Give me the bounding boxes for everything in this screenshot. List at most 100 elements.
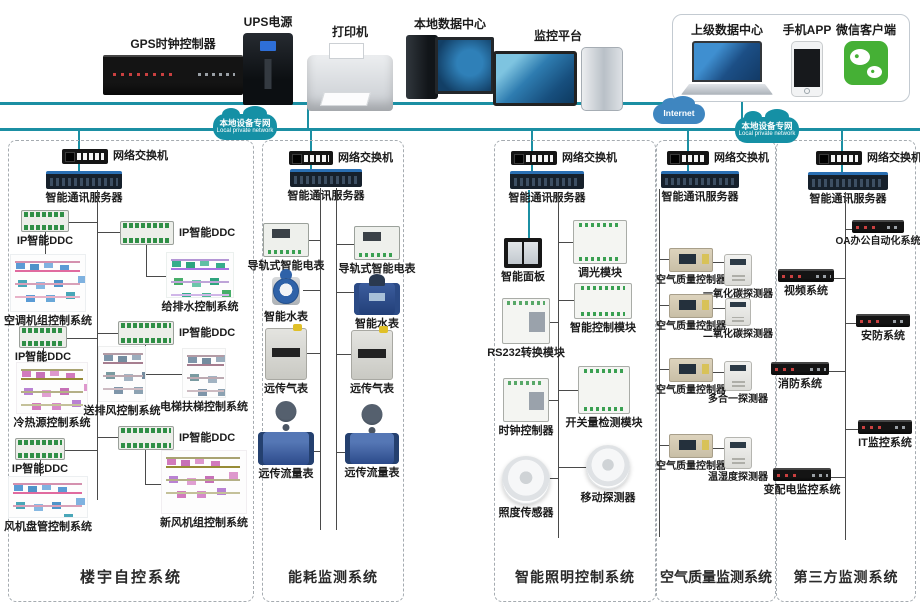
light-sensor-icon: [502, 456, 550, 504]
col1-ddc-right-3: IP智能DDC: [118, 426, 235, 450]
col5-power-monitoring-system: 变配电监控系统: [762, 468, 842, 497]
col1-air-supply-system: 送排风控制系统: [80, 346, 164, 418]
col4-comm-server: 智能通讯服务器: [660, 171, 740, 204]
connector-line: [97, 190, 98, 500]
device-label: 电梯扶梯控制系统: [160, 401, 248, 413]
col2-comm-server: 智能通讯服务器: [286, 169, 366, 203]
connector-line: [336, 452, 345, 453]
connector-line: [831, 477, 845, 478]
col3-smart-panel: 智能面板: [500, 238, 546, 284]
device-label: 智能控制模块: [570, 322, 636, 334]
internet-label: Internet: [663, 108, 695, 119]
col1-ddc-left-2: IP智能DDC: [14, 326, 72, 364]
device-label: 手机APP: [782, 23, 832, 37]
device-label: IP智能DDC: [16, 235, 74, 247]
server-label: 智能通讯服务器: [661, 191, 739, 203]
device-label: IP智能DDC: [14, 351, 72, 363]
connector-line: [336, 244, 355, 245]
air-supply-schematic-icon: [98, 346, 146, 402]
device-label: 导轨式智能电表: [338, 263, 416, 275]
connector-line: [558, 467, 587, 468]
col1-ddc-right-1: IP智能DDC: [120, 221, 235, 245]
chiller-schematic-icon: [16, 362, 88, 414]
col5-video-system: 视频系统: [776, 269, 836, 298]
zone-title: 空气质量监测系统: [660, 569, 772, 585]
connector-line: [659, 369, 670, 370]
connector-line: [558, 300, 575, 301]
comm-server-icon: [290, 169, 362, 187]
network-switch-icon: [816, 151, 862, 165]
connector-line: [712, 308, 726, 309]
col4-network-switch: 网络交换机: [667, 151, 769, 165]
dimming-module-icon: [573, 220, 627, 264]
device-label: 打印机: [331, 25, 368, 39]
server-label: 智能通讯服务器: [809, 193, 887, 205]
col4-aq-controller-1: 空气质量控制器: [656, 248, 726, 287]
connector-line: [687, 165, 689, 172]
col4-temp-humidity-detector: 温湿度探测器: [704, 437, 772, 484]
col1-ddc-left-3: IP智能DDC: [12, 438, 68, 476]
connector-line: [336, 354, 352, 355]
connector-line: [547, 196, 558, 197]
connector-line: [306, 353, 320, 354]
col3-clock-controller: 时钟控制器: [498, 378, 554, 438]
device-label: 空气质量控制器: [656, 385, 726, 396]
device-label: IP智能DDC: [179, 431, 236, 444]
col4-multi-detector: 多合一探测器: [704, 361, 772, 406]
network-switch-icon: [62, 149, 108, 164]
switch-label: 网络交换机: [562, 151, 617, 164]
connector-line: [43, 348, 44, 364]
connector-line: [146, 276, 167, 277]
multi-sensor-detector-icon: [724, 361, 752, 391]
wechat-icon: [844, 40, 888, 85]
device-label: 送排风控制系统: [83, 405, 161, 417]
network-switch-icon: [289, 151, 333, 165]
device-label: 冷热源控制系统: [13, 417, 91, 429]
connector-line: [834, 278, 845, 279]
device-label: 智能水表: [355, 318, 399, 330]
connector-line: [336, 292, 354, 293]
device-label: 智能面板: [501, 271, 545, 283]
device-label: 二氧化碳探测器: [703, 329, 773, 340]
col2-flow-meter-right: 远传流量表: [332, 404, 412, 480]
device-label: 多合一探测器: [708, 394, 768, 405]
connector-line: [145, 484, 162, 485]
fresh-air-schematic-icon: [161, 450, 247, 514]
device-label: 安防系统: [861, 330, 905, 342]
rack-server-icon: [773, 468, 831, 481]
connector-line: [310, 130, 312, 153]
col4-aq-controller-4: 空气质量控制器: [656, 434, 726, 473]
connector-line: [68, 222, 97, 223]
rack-server-icon: [778, 269, 834, 282]
fan-coil-schematic-icon: [8, 476, 88, 518]
server-label: 智能通讯服务器: [508, 192, 586, 204]
col1-fan-coil-system: 风机盘管控制系统: [4, 476, 92, 534]
switch-label: 网络交换机: [113, 150, 168, 163]
zone-title: 楼宇自控系统: [79, 569, 182, 586]
col5-comm-server: 智能通讯服务器: [806, 172, 890, 206]
device-wechat-client: 微信客户端: [834, 23, 898, 85]
smartphone-icon: [791, 40, 823, 97]
device-label: 监控平台: [533, 29, 582, 43]
col2-rail-meter-right: 导轨式智能电表: [338, 226, 416, 276]
connector-line: [659, 189, 660, 537]
device-label: 导轨式智能电表: [247, 260, 325, 272]
water-supply-schematic-icon: [166, 252, 234, 298]
ddc-module-icon: [118, 321, 174, 345]
flow-meter-icon: [345, 404, 399, 464]
device-label: 移动探测器: [580, 492, 636, 504]
zone-building-automation: 楼宇自控系统: [8, 140, 254, 602]
col5-it-monitoring-system: IT监控系统: [854, 420, 916, 450]
col4-aq-controller-2: 空气质量控制器: [656, 294, 726, 333]
hvac-schematic-icon: [10, 254, 86, 312]
connector-line: [687, 130, 689, 153]
comm-server-icon: [510, 171, 584, 189]
connector-line: [336, 188, 337, 530]
control-module-icon: [574, 283, 632, 319]
col3-control-module: 智能控制模块: [570, 283, 636, 335]
connector-line: [741, 100, 743, 130]
col2-rail-meter-left: 导轨式智能电表: [247, 223, 325, 273]
air-quality-controller-icon: [669, 434, 713, 458]
device-label: 空气质量控制器: [656, 275, 726, 286]
connector-line: [845, 429, 858, 430]
